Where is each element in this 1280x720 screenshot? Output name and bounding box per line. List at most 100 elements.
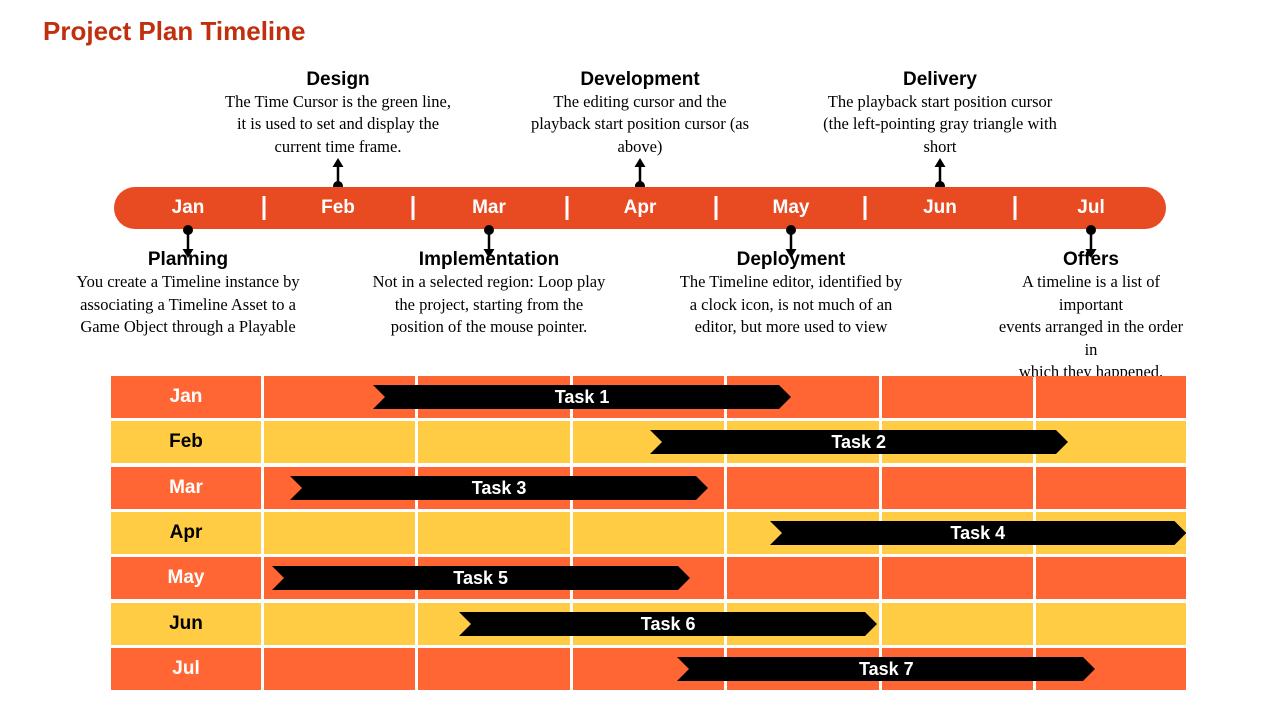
task-bar-1[interactable]: Task 1 — [373, 385, 792, 409]
gantt-cell — [263, 512, 415, 554]
task-bar-6[interactable]: Task 6 — [459, 612, 878, 636]
gantt-cell — [111, 467, 261, 509]
timeline-divider — [262, 196, 266, 220]
milestone-description-line: the project, starting from the — [394, 294, 584, 314]
task-arrow-shape — [769, 521, 1186, 545]
task-arrow-shape — [459, 612, 878, 636]
task-label: Task 1 — [554, 387, 610, 407]
milestone-description-line: position of the mouse pointer. — [390, 317, 588, 336]
timeline-month-mar: Mar — [472, 197, 506, 218]
gantt-row-apr: Apr Task 4 — [111, 512, 1186, 554]
task-arrow-shape — [677, 657, 1096, 681]
gantt-cell — [572, 512, 724, 554]
arrow-down-icon — [182, 225, 194, 258]
milestone-description-line: a clock icon, is not much of an — [689, 294, 893, 314]
milestone-description-line: Not in a selected region: Loop play — [372, 272, 606, 291]
timeline-divider — [565, 196, 569, 220]
gantt-cell — [111, 648, 261, 690]
task-bar-4[interactable]: Task 4 — [769, 521, 1186, 545]
arrow-down-icon — [785, 225, 797, 258]
task-bar-2[interactable]: Task 2 — [649, 430, 1068, 454]
milestone-title: Offers — [1063, 249, 1119, 270]
task-label: Task 6 — [640, 614, 696, 634]
gantt-cell — [417, 421, 570, 463]
gantt-row-label: Jun — [169, 613, 203, 634]
milestone-arrow — [482, 224, 496, 263]
task-label: Task 2 — [831, 432, 887, 452]
gantt-cell — [1035, 467, 1186, 509]
milestone-arrow — [1084, 224, 1098, 263]
milestone-description-line: (the left-pointing gray triangle with — [823, 114, 1057, 133]
arrow-down-icon — [1085, 225, 1097, 258]
milestone-description-line: it is used to set and display the — [236, 114, 440, 133]
milestone-description-line: events arranged in the order in — [998, 317, 1184, 359]
gantt-row-jul: Jul Task 7 — [111, 648, 1186, 690]
timeline-month-feb: Feb — [321, 197, 355, 218]
gantt-row-may: May Task 5 — [111, 557, 1186, 599]
gantt-row-label: May — [167, 567, 205, 588]
gantt-cell — [111, 557, 261, 599]
task-label: Task 4 — [950, 523, 1006, 543]
task-arrow-shape — [649, 430, 1068, 454]
milestone-description-line: The Time Cursor is the green line, — [225, 91, 451, 111]
gantt-cell — [881, 557, 1033, 599]
milestone-description-line: playback start position cursor (as — [530, 114, 750, 133]
gantt-cell — [726, 467, 879, 509]
page-title: Project Plan Timeline — [43, 16, 306, 46]
milestone-description-line: The playback start position cursor — [827, 91, 1053, 111]
gantt-cell — [881, 376, 1033, 418]
timeline-divider — [1013, 196, 1017, 220]
timeline-divider — [863, 196, 867, 220]
gantt-cell — [263, 421, 415, 463]
timeline-month-jan: Jan — [171, 197, 205, 218]
milestone-description-line: You create a Timeline instance by — [76, 272, 300, 291]
gantt-row-label: Jul — [172, 658, 200, 679]
gantt-cell — [1035, 376, 1186, 418]
milestone-title: Development — [580, 68, 700, 90]
milestone-description-line: A timeline is a list of important — [1022, 272, 1160, 314]
task-label: Task 7 — [858, 659, 914, 679]
gantt-cell — [417, 648, 570, 690]
milestone-title: Implementation — [418, 249, 560, 270]
gantt-row-mar: Mar Task 3 — [111, 467, 1186, 509]
task-label: Task 5 — [453, 568, 508, 588]
gantt-cell — [111, 512, 261, 554]
milestone-title: Delivery — [903, 68, 977, 90]
gantt-cell — [1035, 603, 1186, 645]
arrow-down-icon — [483, 225, 495, 258]
task-bar-5[interactable]: Task 5 — [271, 566, 690, 590]
milestone-description-line: current time frame. — [274, 136, 402, 156]
task-bar-7[interactable]: Task 7 — [677, 657, 1096, 681]
milestone-title: Deployment — [736, 249, 846, 270]
milestone-description-line: associating a Timeline Asset to a — [80, 294, 296, 314]
task-label: Task 3 — [471, 478, 527, 498]
timeline-divider — [411, 196, 415, 220]
milestone-description-line: short — [923, 136, 957, 156]
milestone-title: Design — [306, 68, 370, 90]
milestone-description-line: The Timeline editor, identified by — [679, 272, 903, 291]
task-bar-3[interactable]: Task 3 — [290, 476, 709, 500]
gantt-cell — [417, 512, 570, 554]
timeline-divider — [714, 196, 718, 220]
gantt-cell — [111, 603, 261, 645]
milestone-description-line: The editing cursor and the — [553, 91, 727, 111]
milestone-description-line: editor, but more used to view — [694, 317, 888, 336]
gantt-cell — [881, 467, 1033, 509]
gantt-row-jan: Jan Task 1 — [111, 376, 1186, 418]
gantt-row-label: Apr — [169, 522, 203, 543]
gantt-cell — [111, 421, 261, 463]
gantt-cell — [263, 648, 415, 690]
gantt-row-label: Mar — [169, 477, 203, 498]
milestone-description-line: Game Object through a Playable — [80, 317, 296, 336]
task-arrow-shape — [290, 476, 709, 500]
gantt-row-label: Jan — [169, 386, 203, 407]
